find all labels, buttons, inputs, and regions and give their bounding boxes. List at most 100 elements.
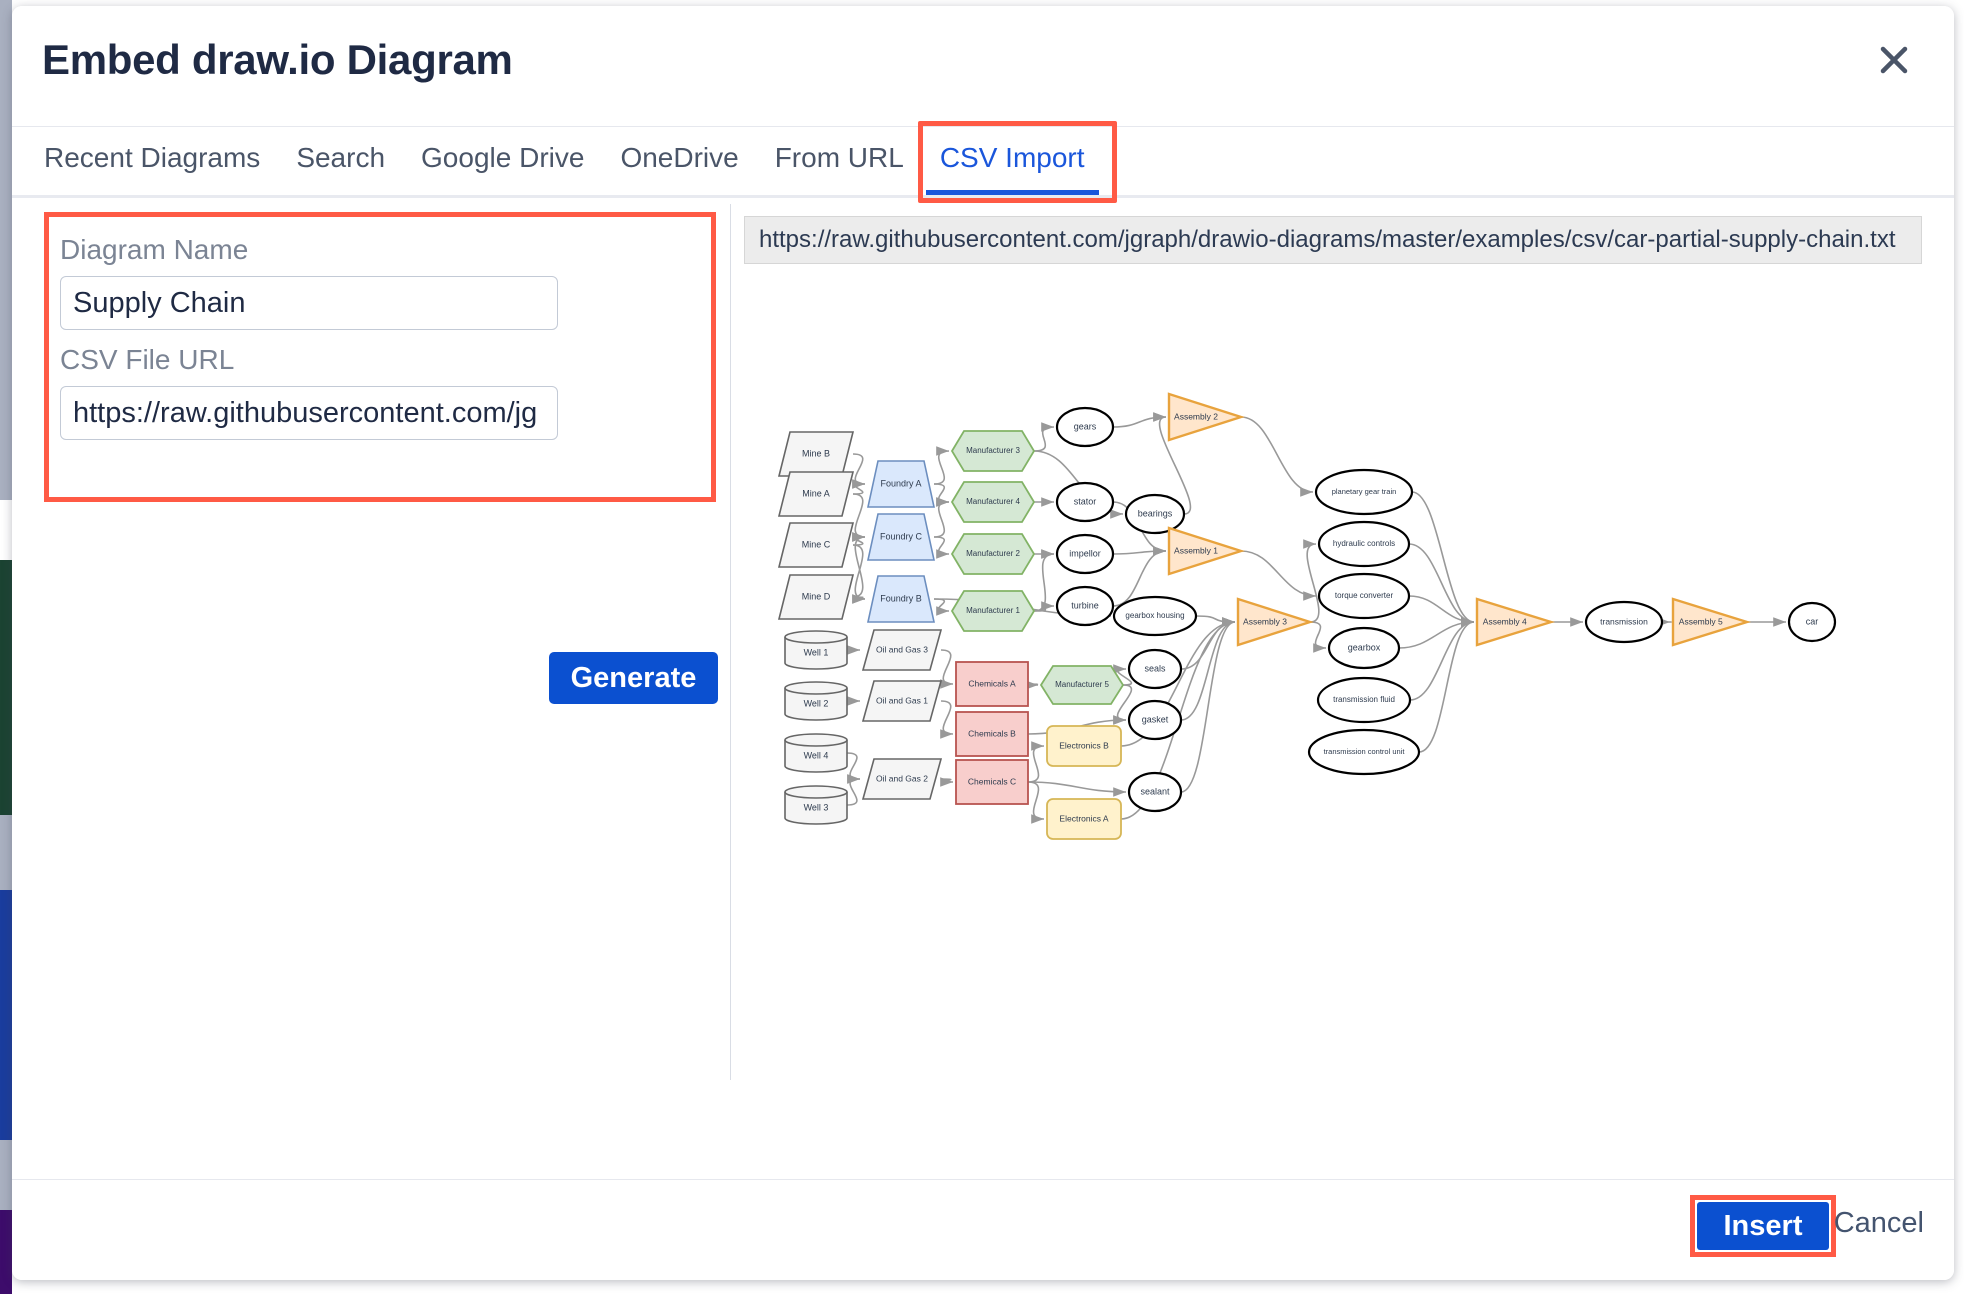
diagram-node-og3[interactable]: Oil and Gas 3 — [861, 629, 943, 671]
node-label: impellor — [1069, 548, 1101, 558]
diagram-node-elecA[interactable]: Electronics A — [1046, 798, 1122, 840]
diagram-node-sealant[interactable]: sealant — [1127, 771, 1183, 813]
tab-google-drive[interactable]: Google Drive — [421, 142, 585, 173]
diagram-node-gearbox[interactable]: gearbox — [1327, 626, 1401, 670]
diagram-node-impellor[interactable]: impellor — [1055, 533, 1115, 575]
diagram-node-mfg5[interactable]: Manufacturer 5 — [1039, 665, 1125, 705]
diagram-node-gasket[interactable]: gasket — [1127, 699, 1183, 741]
supply-chain-diagram: Mine B Mine A Mine C Mine D Well 1 Well 2 Well… — [777, 392, 1837, 840]
tab-recent-diagrams[interactable]: Recent Diagrams — [44, 142, 261, 173]
diagram-node-mineD[interactable]: Mine D — [777, 574, 855, 620]
node-label: Well 2 — [804, 698, 829, 708]
diagram-node-asm5[interactable]: Assembly 5 — [1671, 597, 1752, 647]
node-label: stator — [1074, 496, 1097, 506]
diagram-edge — [852, 453, 866, 489]
diagram-node-asm2[interactable]: Assembly 2 — [1167, 392, 1245, 442]
tab-bar: Recent Diagrams Search Google Drive OneD… — [12, 121, 1954, 203]
node-shape — [1316, 676, 1412, 724]
diagram-edge — [1153, 412, 1192, 515]
node-label: planetary gear train — [1332, 487, 1397, 496]
node-shape — [1167, 392, 1245, 442]
cancel-button[interactable]: Cancel — [1833, 1207, 1924, 1239]
diagram-edge — [1033, 549, 1055, 612]
node-label: gearbox — [1348, 642, 1381, 652]
tab-from-url[interactable]: From URL — [774, 142, 904, 173]
node-shape — [950, 590, 1036, 632]
node-label: Assembly 4 — [1483, 616, 1527, 626]
diagram-node-chemB[interactable]: Chemicals B — [955, 711, 1029, 757]
preview-url-bar: https://raw.githubusercontent.com/jgraph… — [744, 216, 1922, 264]
node-shape — [1787, 601, 1837, 643]
tab-underline-track — [12, 195, 1954, 198]
diagram-node-asm3[interactable]: Assembly 3 — [1236, 597, 1314, 647]
csv-file-url-input[interactable] — [60, 386, 558, 440]
diagram-node-turbine[interactable]: turbine — [1055, 585, 1115, 627]
node-label: Foundry B — [880, 593, 922, 603]
diagram-node-mineC[interactable]: Mine C — [777, 522, 855, 568]
diagram-node-stator[interactable]: stator — [1055, 481, 1115, 523]
diagram-node-mfg2[interactable]: Manufacturer 2 — [950, 533, 1036, 575]
diagram-node-gearboxHousing[interactable]: gearbox housing — [1112, 595, 1198, 637]
diagram-edge — [1409, 617, 1475, 701]
diagram-node-transmission[interactable]: transmission — [1584, 600, 1664, 644]
tab-csv-import[interactable]: CSV Import — [939, 142, 1085, 173]
diagram-name-input[interactable] — [60, 276, 558, 330]
diagram-node-elecB[interactable]: Electronics B — [1046, 725, 1122, 767]
diagram-node-chemA[interactable]: Chemicals A — [955, 661, 1029, 707]
insert-button[interactable]: Insert — [1697, 1202, 1829, 1250]
node-label: Electronics A — [1059, 813, 1108, 823]
diagram-node-mfg1[interactable]: Manufacturer 1 — [950, 590, 1036, 632]
diagram-node-well2[interactable]: Well 2 — [784, 681, 848, 721]
node-label: Electronics B — [1059, 740, 1109, 750]
diagram-node-og2[interactable]: Oil and Gas 2 — [861, 758, 943, 800]
diagram-edge — [940, 777, 954, 787]
node-shape — [1127, 648, 1183, 690]
diagram-node-mineA[interactable]: Mine A — [777, 471, 855, 517]
node-label: Chemicals A — [968, 678, 1016, 688]
diagram-node-well3[interactable]: Well 3 — [784, 785, 848, 825]
diagram-edge — [1025, 680, 1039, 690]
diagram-edge — [1033, 422, 1055, 452]
diagram-node-foundryB[interactable]: Foundry B — [867, 575, 935, 623]
diagram-node-mfg3[interactable]: Manufacturer 3 — [950, 430, 1036, 472]
diagram-preview-surface[interactable]: Mine B Mine A Mine C Mine D Well 1 Well 2 Well… — [744, 286, 1940, 1076]
diagram-node-gears[interactable]: gears — [1055, 406, 1115, 448]
diagram-node-bearings[interactable]: bearings — [1124, 493, 1186, 535]
diagram-node-seals[interactable]: seals — [1127, 648, 1183, 690]
diagram-node-mineB[interactable]: Mine B — [777, 431, 855, 477]
close-icon[interactable] — [1870, 36, 1918, 84]
node-label: Foundry A — [880, 478, 921, 488]
diagram-edge — [1120, 617, 1236, 747]
node-label: Well 3 — [804, 802, 829, 812]
node-shape — [784, 681, 848, 721]
diagram-node-asm1[interactable]: Assembly 1 — [1167, 526, 1245, 576]
diagram-node-torque[interactable]: torque converter — [1317, 572, 1411, 620]
bg-band — [0, 815, 12, 890]
diagram-node-og1[interactable]: Oil and Gas 1 — [861, 680, 943, 722]
tab-search[interactable]: Search — [296, 142, 386, 173]
diagram-node-chemC[interactable]: Chemicals C — [955, 759, 1029, 805]
diagram-node-mfg4[interactable]: Manufacturer 4 — [950, 481, 1036, 523]
node-label: Chemicals C — [968, 776, 1016, 786]
diagram-node-hydraulic[interactable]: hydraulic controls — [1317, 520, 1411, 568]
tab-onedrive[interactable]: OneDrive — [620, 142, 739, 173]
dialog-footer: Insert Cancel — [12, 1179, 1954, 1280]
node-shape — [955, 759, 1029, 805]
diagram-node-asm4[interactable]: Assembly 4 — [1475, 597, 1556, 647]
diagram-node-well4[interactable]: Well 4 — [784, 733, 848, 773]
diagram-node-car[interactable]: car — [1787, 601, 1837, 643]
diagram-edge — [1027, 781, 1127, 797]
diagram-node-transFluid[interactable]: transmission fluid — [1316, 676, 1412, 724]
node-label: Assembly 5 — [1679, 616, 1723, 626]
bg-band — [0, 1140, 12, 1210]
node-label: Manufacturer 4 — [966, 497, 1020, 506]
diagram-node-planetary[interactable]: planetary gear train — [1314, 468, 1414, 516]
node-shape — [1317, 520, 1411, 568]
insert-button-wrap: Insert — [1690, 1195, 1836, 1257]
node-label: Mine B — [802, 448, 830, 458]
diagram-node-transCtrl[interactable]: transmission control unit — [1307, 728, 1421, 776]
diagram-node-foundryA[interactable]: Foundry A — [867, 460, 935, 508]
generate-button[interactable]: Generate — [549, 652, 718, 704]
diagram-node-well1[interactable]: Well 1 — [784, 630, 848, 670]
diagram-node-foundryC[interactable]: Foundry C — [867, 513, 935, 561]
